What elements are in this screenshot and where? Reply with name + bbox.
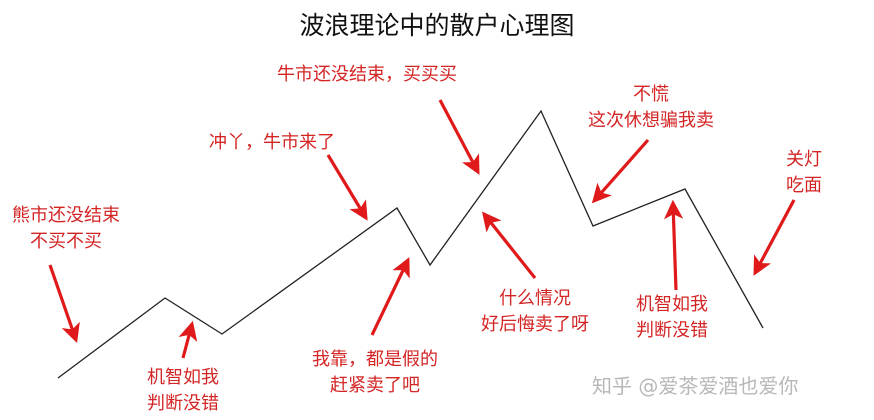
annotation-line: 我靠，都是假的 — [312, 349, 438, 370]
annotation-line: 机智如我 — [147, 367, 219, 388]
arrow-6 — [482, 211, 537, 279]
annotation-line: 什么情况 — [499, 288, 571, 309]
price-wave-line — [57, 109, 764, 379]
annotation-line: 这次休想骗我卖 — [588, 110, 714, 131]
annotation-line: 判断没错 — [147, 393, 219, 414]
annotation-line: 赶紧卖了吧 — [330, 375, 420, 396]
annotation-line: 牛市还没结束，买买买 — [277, 64, 457, 85]
arrow-5 — [438, 99, 480, 175]
annotation-line: 不慌 — [633, 84, 669, 105]
annotation-bear-market: 熊市还没结束 不买不买 — [12, 203, 120, 255]
annotation-line: 好后悔卖了呀 — [481, 314, 589, 335]
annotation-line: 关灯 — [786, 149, 822, 170]
arrow-4 — [370, 257, 410, 336]
annotation-line: 不买不买 — [30, 231, 102, 252]
watermark: 知乎 @爱茶爱酒也爱你 — [592, 374, 799, 398]
arrow-1 — [48, 264, 80, 344]
annotation-smart-1: 机智如我 判断没错 — [147, 365, 219, 417]
annotation-lights-off: 关灯 吃面 — [786, 147, 822, 199]
arrow-7 — [591, 138, 650, 204]
annotation-all-fake: 我靠，都是假的 赶紧卖了吧 — [312, 347, 438, 399]
annotation-line: 熊市还没结束 — [12, 205, 120, 226]
arrow-2 — [178, 320, 198, 359]
diagram-title: 波浪理论中的散户心理图 — [299, 11, 575, 40]
annotation-line: 冲丫，牛市来了 — [209, 132, 335, 153]
annotation-line: 机智如我 — [636, 294, 708, 315]
annotation-smart-2: 机智如我 判断没错 — [636, 292, 708, 344]
annotation-no-panic: 不慌 这次休想骗我卖 — [588, 82, 714, 134]
annotation-bull-coming: 冲丫，牛市来了 — [209, 130, 335, 156]
annotation-line: 吃面 — [786, 175, 822, 196]
annotation-regret: 什么情况 好后悔卖了呀 — [481, 286, 589, 338]
arrow-8 — [663, 199, 684, 291]
arrow-3 — [326, 154, 368, 221]
arrow-9 — [753, 199, 796, 276]
annotation-line: 判断没错 — [636, 320, 708, 341]
annotation-buy-buy: 牛市还没结束，买买买 — [277, 62, 457, 88]
